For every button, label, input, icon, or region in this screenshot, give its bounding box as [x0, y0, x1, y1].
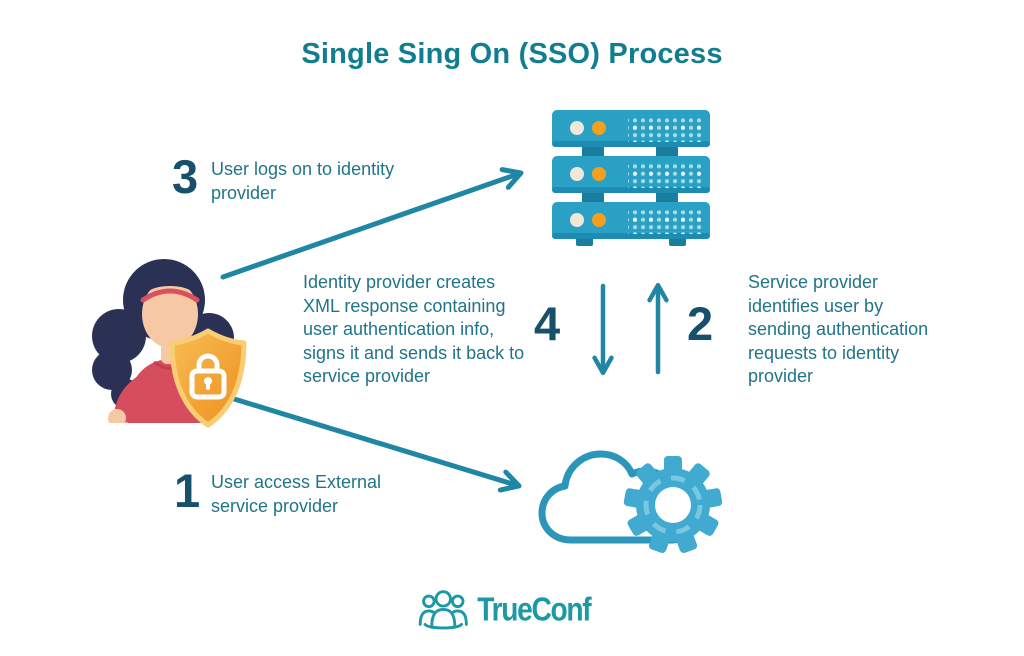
step-3-description: User logs on to identity provider: [211, 159, 395, 203]
trueconf-logo: TrueConf: [418, 586, 605, 632]
logo-wordmark: TrueConf: [477, 589, 591, 628]
step-4-number: 4: [534, 297, 561, 350]
step-4-description: Identity provider creates XML response c…: [303, 272, 525, 386]
shield-lock-icon: [169, 328, 247, 428]
step-3-number: 3: [172, 150, 199, 203]
people-group-icon: [418, 590, 468, 630]
step-1-number: 1: [174, 464, 201, 517]
step-2-description: Service provider identifies user by send…: [748, 272, 929, 386]
gear-icon: [623, 456, 723, 555]
server-icon: [552, 110, 710, 246]
cloud-gear-icon: [538, 450, 723, 555]
page-title: Single Sing On (SSO) Process: [301, 38, 723, 70]
step-1-description: User access External service provider: [211, 472, 382, 516]
step-2-number: 2: [687, 297, 714, 350]
